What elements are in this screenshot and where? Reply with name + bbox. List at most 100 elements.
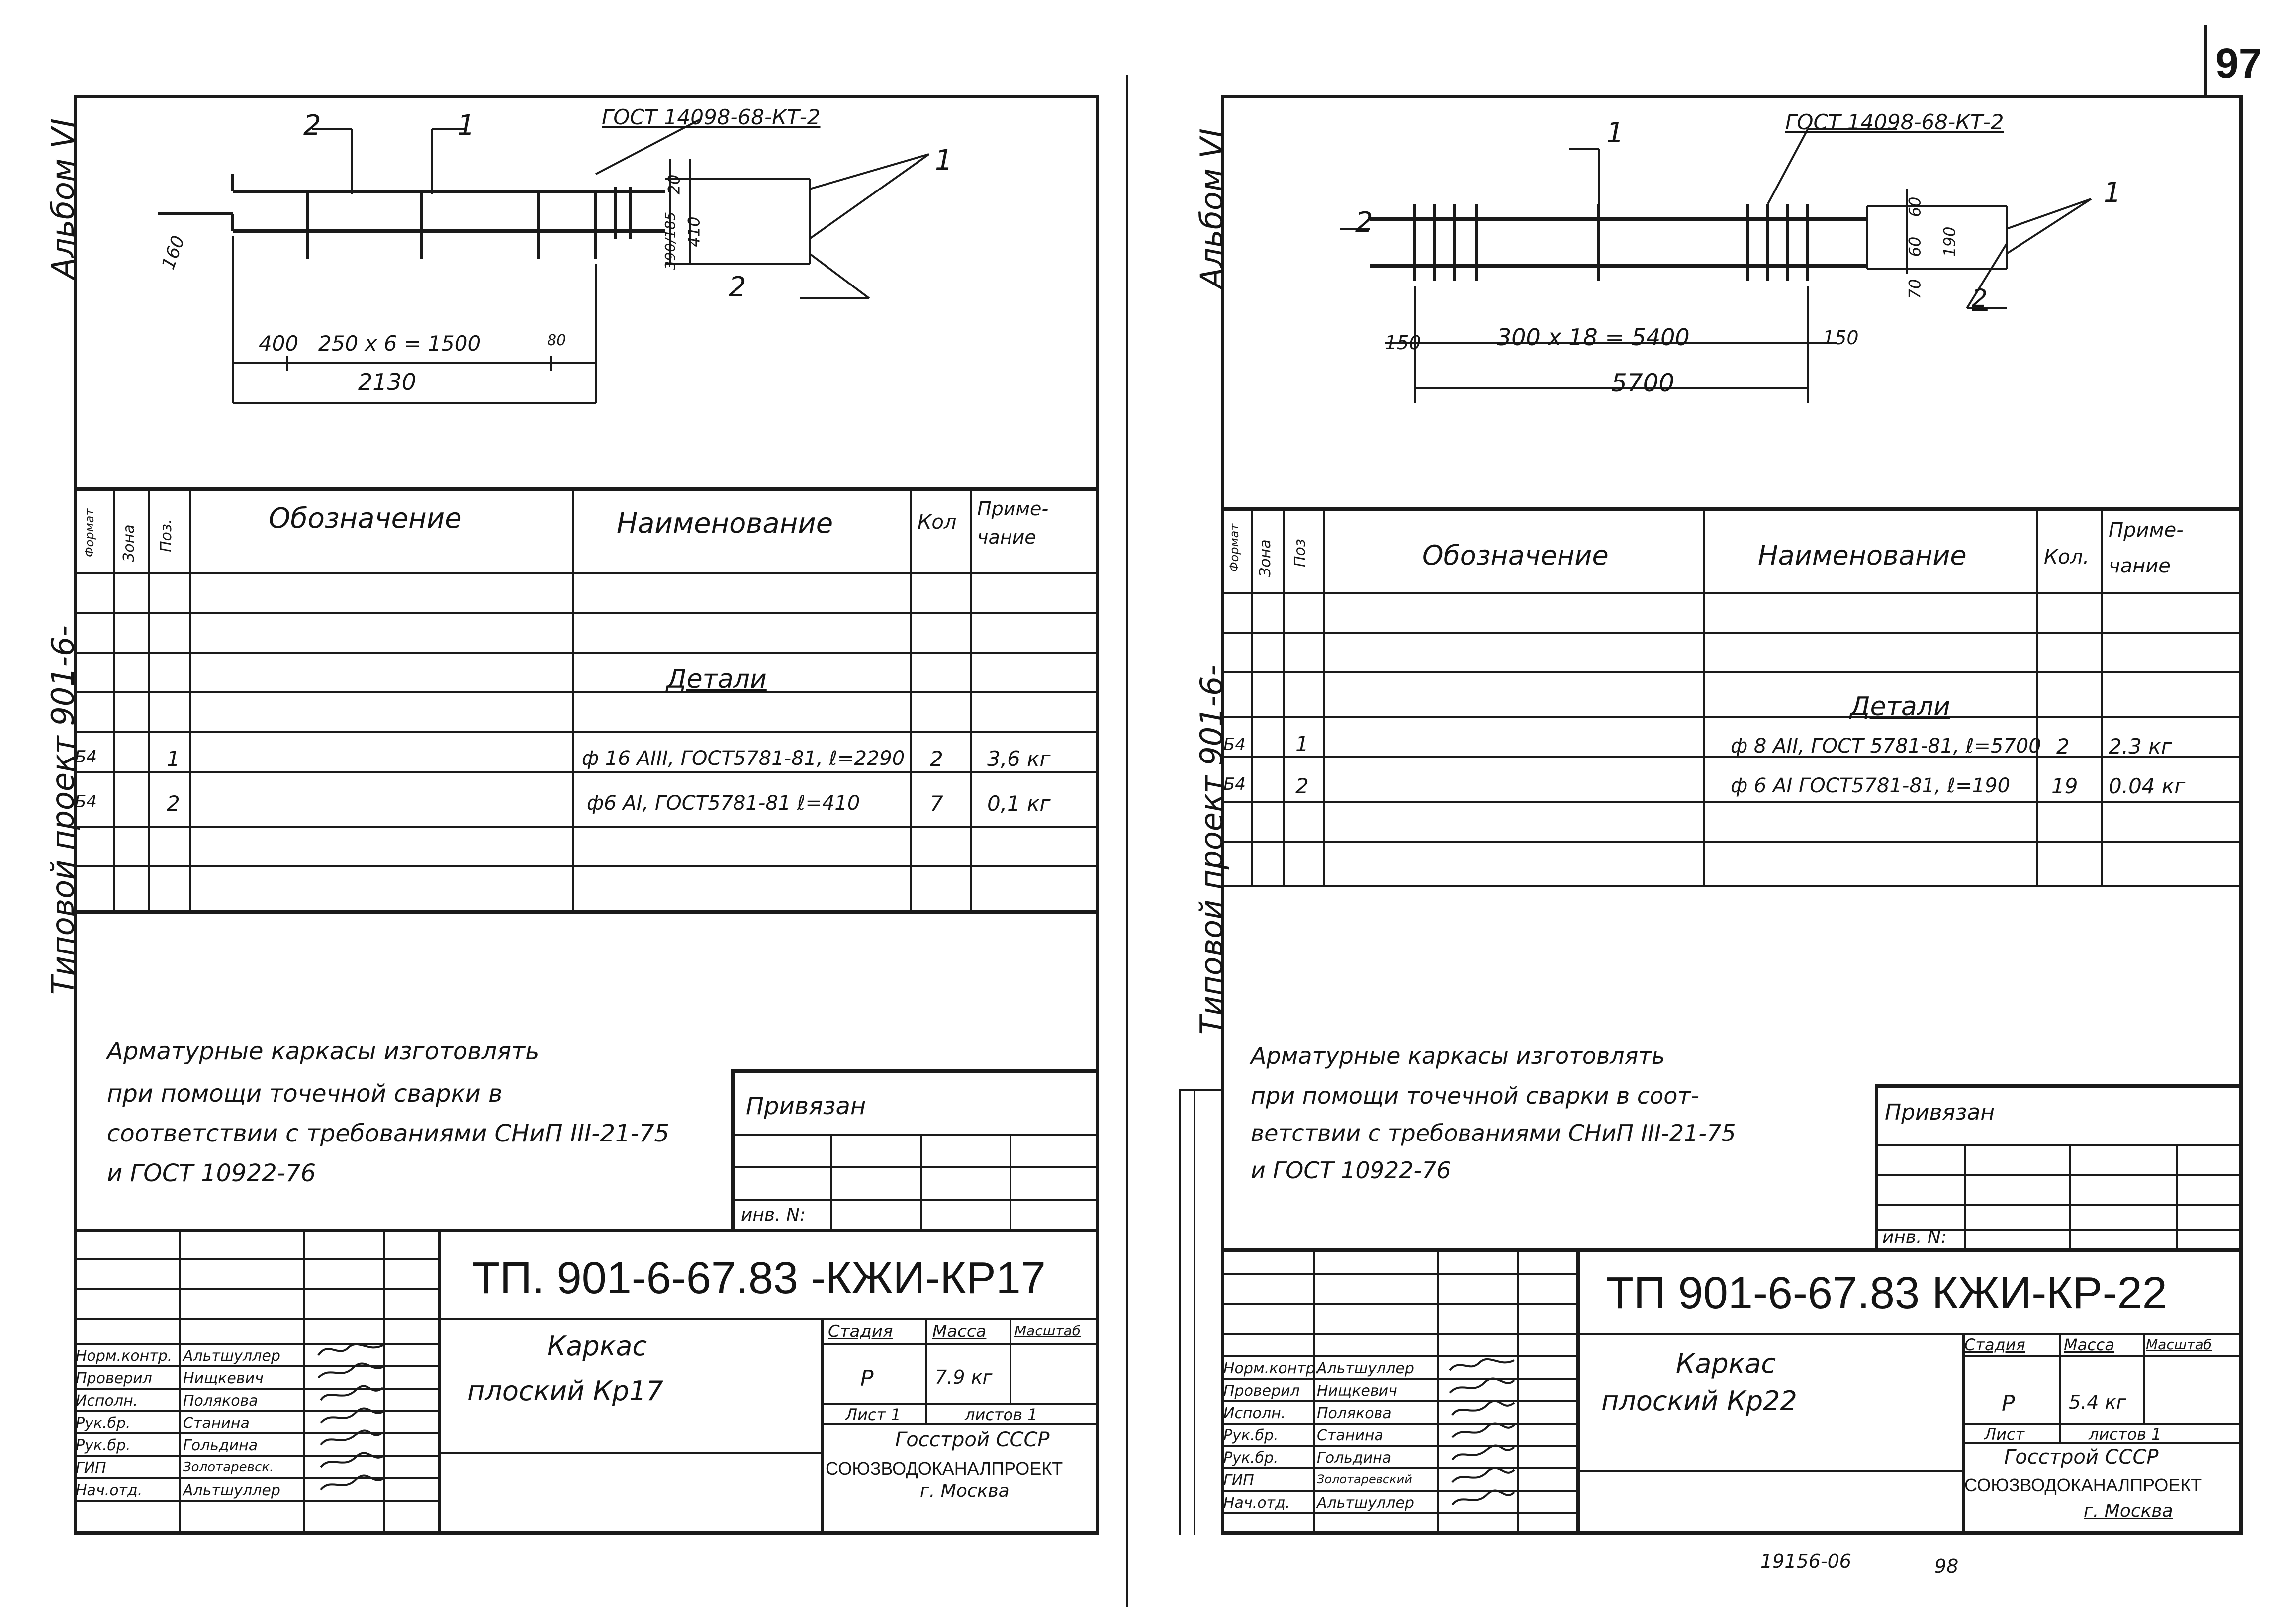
left-role-0: Норм.контр. [76, 1347, 173, 1365]
right-title-name1: Каркас [1676, 1348, 1776, 1379]
left-role-1: Проверил [76, 1370, 152, 1387]
right-head-name: Наименование [1758, 540, 1967, 571]
left-name-3: Станина [183, 1415, 250, 1432]
left-row2-qty: 7 [930, 791, 943, 816]
right-row2-qty: 19 [2051, 774, 2078, 798]
right-head-format: Формат [1227, 523, 1241, 572]
right-role-2: Исполн. [1223, 1405, 1286, 1422]
right-head-qty: Кол. [2044, 546, 2090, 569]
left-stage: Р [860, 1366, 874, 1391]
left-note-line2: при помощи точечной сварки в [107, 1080, 503, 1108]
left-dim-total: 2130 [358, 369, 417, 395]
left-name-0: Альтшуллер [183, 1347, 280, 1365]
right-mass: 5.4 кг [2069, 1391, 2126, 1413]
left-head-qty: Кол [918, 511, 957, 534]
left-callout-2: 2 [303, 109, 321, 142]
left-head-pos: Поз. [158, 519, 175, 552]
left-mass-label: Масса [932, 1322, 987, 1341]
left-dim-r2: 390/185 [662, 211, 679, 270]
right-row1-note: 2.3 кг [2109, 734, 2172, 759]
right-privyazan: Привязан [1885, 1100, 1995, 1125]
right-stage: Р [2002, 1391, 2015, 1416]
left-inv: инв. N: [741, 1205, 806, 1225]
left-dim-r3: 410 [684, 216, 704, 247]
left-head-name: Наименование [617, 507, 833, 540]
left-org2: СОЮЗВОДОКАНАЛПРОЕКТ [826, 1458, 1063, 1479]
right-role-1: Проверил [1223, 1382, 1300, 1400]
right-name-2: Полякова [1317, 1405, 1392, 1422]
left-spec-top [74, 487, 1099, 491]
left-org1: Госстрой СССР [895, 1428, 1050, 1451]
left-role-2: Исполн. [76, 1392, 138, 1410]
left-dim-s2: 250 x 6 = 1500 [318, 331, 481, 356]
left-title-code: ТП. 901-6-67.83 -КЖИ-КР17 [472, 1253, 1046, 1303]
left-dim-s1: 400 [259, 331, 299, 356]
right-sheet-frame [1221, 95, 2243, 1535]
right-dim-left: 150 [1385, 332, 1421, 354]
right-row1-format: Б4 [1223, 735, 1246, 755]
right-dim-r4: 70 [1905, 279, 1925, 299]
right-row2-name: ф 6 АI ГОСТ5781-81, ℓ=190 [1731, 774, 2011, 797]
right-titleblock-top [1221, 1248, 2243, 1252]
right-row1-pos: 1 [1295, 732, 1309, 756]
left-pos-2: 2 [729, 271, 746, 303]
right-side-project: Типовой проект 901-6- [1194, 665, 1230, 1035]
left-gost-label: ГОСТ 14098-68-КТ-2 [602, 105, 821, 129]
right-dim-r1: 60 [1905, 196, 1925, 217]
right-inv: инв. N: [1882, 1227, 1947, 1247]
left-role-3: Рук.бр. [76, 1415, 131, 1432]
right-dim-total: 5700 [1611, 369, 1675, 397]
left-note-line4: и ГОСТ 10922-76 [107, 1159, 316, 1187]
right-role-6: Нач.отд. [1223, 1494, 1290, 1512]
left-privyazan: Привязан [746, 1092, 866, 1120]
left-head-note: Приме-чание [977, 498, 1049, 548]
right-org2: СОЮЗВОДОКАНАЛПРОЕКТ [1964, 1475, 2202, 1495]
left-stage-label: Стадия [828, 1322, 893, 1341]
left-callout-1: 1 [458, 109, 475, 142]
right-sheets: листов 1 [2089, 1425, 2162, 1444]
right-callout-1: 1 [1606, 117, 1624, 149]
right-section-details: Детали [1850, 692, 1950, 722]
right-title-code: ТП 901-6-67.83 КЖИ-КР-22 [1606, 1268, 2167, 1318]
right-pos-1: 1 [2104, 177, 2121, 209]
right-note-line1: Арматурные каркасы изготовлять [1251, 1043, 1665, 1069]
left-role-6: Нач.отд. [76, 1482, 143, 1499]
left-mass: 7.9 кг [935, 1366, 993, 1388]
right-row1-qty: 2 [2056, 734, 2070, 759]
right-role-4: Рук.бр. [1223, 1449, 1279, 1467]
left-org3: г. Москва [920, 1481, 1010, 1501]
left-head-designation: Обозначение [269, 502, 462, 535]
right-pos-2: 2 [1972, 284, 1988, 313]
left-sheet-frame [74, 95, 1099, 1535]
left-spec-bottom [74, 910, 1099, 914]
left-sheets: листов 1 [965, 1405, 1038, 1424]
right-name-1: Нищкевич [1317, 1382, 1397, 1400]
right-name-3: Станина [1317, 1427, 1383, 1444]
bottom-page: 98 [1934, 1555, 1959, 1577]
right-reinforcement-drawing [1340, 128, 2092, 403]
left-row1-qty: 2 [930, 747, 943, 771]
left-head-zone: Зона [120, 524, 138, 562]
right-dim-mid: 300 x 18 = 5400 [1497, 324, 1690, 351]
right-note-line4: и ГОСТ 10922-76 [1251, 1157, 1451, 1184]
page-number: 97 [2215, 40, 2262, 87]
right-head-note: Приме-чание [2109, 519, 2184, 577]
right-dim-r2: 60 [1905, 236, 1925, 257]
left-name-5: Золотаревск. [183, 1460, 274, 1475]
sheet-separator [1126, 75, 1128, 1607]
right-role-3: Рук.бр. [1223, 1427, 1279, 1444]
left-role-4: Рук.бр. [76, 1437, 131, 1454]
left-row1-pos: 1 [167, 747, 180, 771]
left-signatures [313, 1338, 393, 1513]
right-row1-name: ф 8 АII, ГОСТ 5781-81, ℓ=5700 [1731, 735, 2041, 758]
right-gost-label: ГОСТ 14098-68-КТ-2 [1785, 110, 2004, 134]
left-row1-note: 3,6 кг [987, 747, 1051, 771]
right-mass-label: Масса [2064, 1335, 2115, 1354]
left-name-1: Нищкевич [183, 1370, 264, 1387]
left-row2-name: ф6 АI, ГОСТ5781-81 ℓ=410 [587, 792, 860, 815]
right-row2-note: 0.04 кг [2109, 774, 2186, 798]
left-note-line3: соответствии с требованиями СНиП III-21-… [107, 1120, 669, 1147]
right-org3: г. Москва [2084, 1501, 2173, 1521]
right-role-0: Норм.контр. [1223, 1360, 1320, 1377]
right-note-line2: при помощи точечной сварки в соот- [1251, 1082, 1699, 1109]
